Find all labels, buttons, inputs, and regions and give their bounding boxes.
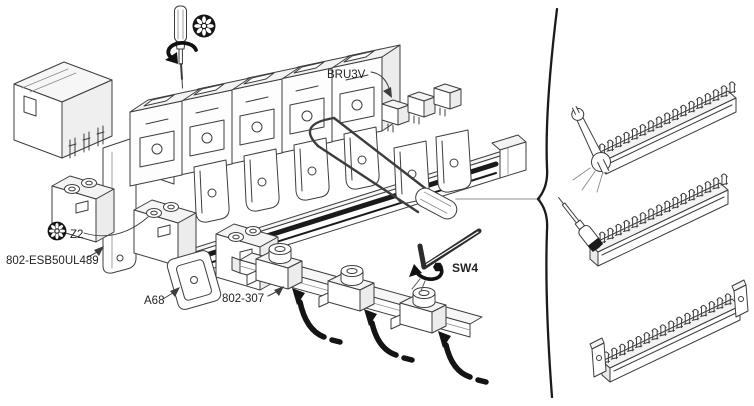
rail-clamps bbox=[246, 243, 447, 334]
clip-flap bbox=[193, 159, 230, 223]
section-divider bbox=[536, 7, 559, 399]
label-catalog: 802-ESB50UL489 bbox=[6, 255, 99, 267]
allen-key-icon bbox=[409, 228, 482, 292]
torx-screw-icon bbox=[192, 14, 216, 38]
clip-flap bbox=[343, 126, 380, 190]
clip-flap bbox=[435, 129, 472, 193]
rail-clamp bbox=[390, 287, 447, 334]
rail-clamp bbox=[246, 243, 303, 290]
hex-socket-icon bbox=[433, 262, 443, 272]
torx-screw-icon bbox=[47, 221, 67, 241]
insertion-guide-lines bbox=[572, 167, 604, 193]
bail-handle bbox=[308, 116, 458, 220]
pin-strip bbox=[597, 81, 737, 175]
clip-flap bbox=[243, 148, 280, 212]
label-a68: A68 bbox=[144, 295, 164, 307]
relay-module bbox=[129, 88, 201, 187]
wrench-icon bbox=[571, 105, 611, 174]
terminal-cube bbox=[133, 199, 197, 267]
screwdriver-icon-right bbox=[558, 197, 604, 253]
pin-strip bbox=[601, 293, 741, 383]
callout-leaders bbox=[83, 71, 541, 300]
jumper-block bbox=[433, 83, 462, 117]
relay-module bbox=[179, 77, 251, 176]
clip-flap bbox=[293, 137, 330, 201]
right-panel-strips bbox=[589, 81, 741, 383]
relay-module bbox=[279, 55, 351, 154]
a68-end-cap bbox=[166, 250, 222, 310]
insertion-arrows bbox=[292, 288, 489, 385]
label-sw4: SW4 bbox=[452, 261, 478, 275]
module-row bbox=[129, 44, 401, 187]
labels: BRU3V Z2 802-ESB50UL489 A68 802-307 SW4 bbox=[6, 69, 478, 307]
rotation-arrow bbox=[165, 41, 198, 64]
label-rail: 802-307 bbox=[222, 293, 264, 305]
relay-module bbox=[229, 66, 301, 165]
relay-module bbox=[329, 44, 401, 143]
label-bru3v: BRU3V bbox=[327, 69, 366, 81]
rail-clamp bbox=[318, 265, 375, 312]
bru3v-blocks bbox=[381, 83, 462, 133]
screwdriver-icon bbox=[174, 5, 187, 89]
jumper-block bbox=[407, 91, 436, 125]
jumper-block bbox=[381, 99, 410, 133]
strip-end-caps bbox=[589, 279, 749, 378]
label-z2: Z2 bbox=[70, 229, 83, 241]
pin-strip bbox=[589, 173, 729, 267]
clip-flaps bbox=[193, 126, 472, 223]
